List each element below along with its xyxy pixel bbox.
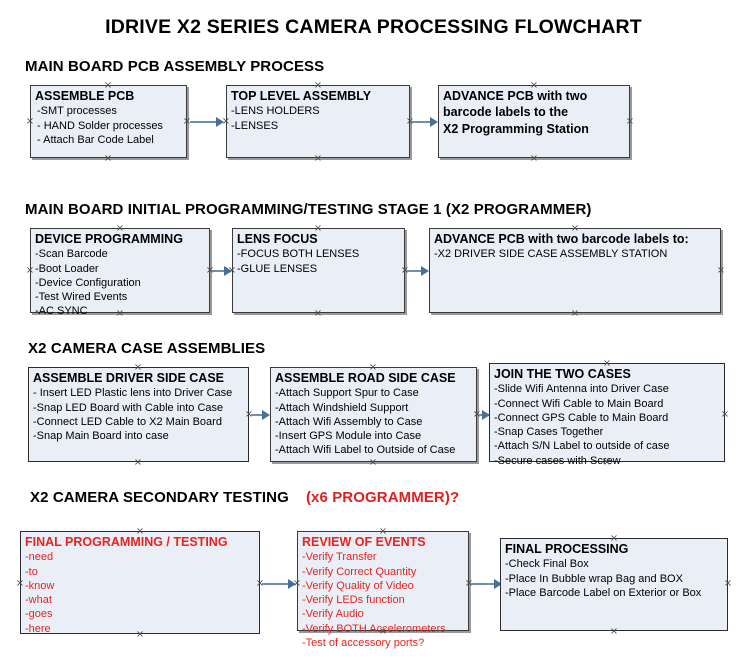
section-heading-text: MAIN BOARD INITIAL PROGRAMMING/TESTING S…: [25, 201, 592, 218]
flow-box-line: -Secure cases with Screw: [494, 454, 621, 467]
flow-box-title: ASSEMBLE DRIVER SIDE CASE: [33, 371, 225, 385]
flow-box-line: -Attach S/N Label to outside of case: [494, 440, 670, 453]
connector-line: [212, 270, 229, 272]
flow-box-line-overflow: -Test of accessory ports?: [302, 637, 425, 650]
section-heading-x2-camera-case-assemblies: X2 CAMERA CASE ASSEMBLIES: [28, 340, 265, 357]
flow-box-title: TOP LEVEL ASSEMBLY: [231, 89, 372, 103]
flow-box-line: -Insert GPS Module into Case: [275, 430, 422, 443]
connector-line: [412, 121, 434, 123]
flow-box-line: -GLUE LENSES: [237, 262, 318, 275]
connector-arrowhead-icon: [288, 579, 296, 589]
flow-box-advance-pcb-programming-station[interactable]: ADVANCE PCB with two barcode labels to t…: [438, 85, 630, 158]
flow-box-line: -Attach Support Spur to Case: [275, 387, 419, 400]
flow-box-line: -Verify BOTH Accelerometers: [302, 622, 446, 635]
connector-line: [407, 270, 426, 272]
flow-box-line: -Verify Correct Quantity: [302, 565, 417, 578]
flow-box-line: -Verify LEDs function: [302, 594, 405, 607]
page-title: IDRIVE X2 SERIES CAMERA PROCESSING FLOWC…: [105, 16, 642, 38]
flow-box-assemble-pcb[interactable]: ASSEMBLE PCB -SMT processes - HAND Solde…: [30, 85, 187, 158]
section-heading-text: X2 CAMERA CASE ASSEMBLIES: [28, 340, 266, 357]
connector-arrowhead-icon: [494, 579, 502, 589]
connector-arrowhead-icon: [262, 410, 270, 420]
connector-line: [262, 583, 290, 585]
flow-box-line: - Attach Bar Code Label: [37, 133, 154, 146]
flow-box-line: -goes: [25, 608, 53, 621]
flow-box-final-processing[interactable]: FINAL PROCESSING -Check Final Box -Place…: [500, 538, 728, 631]
flow-box-title: ADVANCE PCB with two barcode labels to:: [434, 232, 689, 246]
section-heading-accent-text: (x6 PROGRAMMER)?: [305, 489, 460, 506]
flow-box-title: ASSEMBLE PCB: [35, 89, 135, 103]
flow-box-line: -Snap LED Board with Cable into Case: [33, 401, 224, 414]
section-heading-text: MAIN BOARD PCB ASSEMBLY PROCESS: [25, 58, 325, 75]
flow-box-line: -SMT processes: [37, 105, 117, 118]
flow-box-assemble-road-side-case[interactable]: ASSEMBLE ROAD SIDE CASE -Attach Support …: [270, 367, 477, 462]
connector-arrowhead-icon: [482, 410, 490, 420]
flow-box-line: barcode labels to the: [443, 105, 569, 120]
flow-box-line: -AC SYNC: [35, 305, 88, 318]
flow-box-line: -LENSES: [231, 119, 279, 132]
flow-box-line: -Connect GPS Cable to Main Board: [494, 411, 669, 424]
flow-box-line: -Connect LED Cable to X2 Main Board: [33, 415, 222, 428]
section-heading-main-board-initial-programming-testing-stage-1: MAIN BOARD INITIAL PROGRAMMING/TESTING S…: [25, 201, 592, 218]
flow-box-line: - HAND Solder processes: [37, 119, 163, 132]
flow-box-line: -Attach Wifi Assembly to Case: [275, 415, 423, 428]
flow-box-title: ADVANCE PCB with two: [443, 89, 588, 103]
flow-box-title: DEVICE PROGRAMMING: [35, 232, 183, 246]
flow-box-line: -Slide Wifi Antenna into Driver Case: [494, 383, 669, 396]
flow-box-line: -FOCUS BOTH LENSES: [237, 248, 360, 261]
flow-box-line: -Place Barcode Label on Exterior or Box: [505, 586, 702, 599]
flow-box-line: -to: [25, 565, 38, 578]
flow-box-title: FINAL PROGRAMMING / TESTING: [25, 535, 228, 549]
flow-box-assemble-driver-side-case[interactable]: ASSEMBLE DRIVER SIDE CASE - Insert LED P…: [28, 367, 249, 462]
flow-box-title: ASSEMBLE ROAD SIDE CASE: [275, 371, 456, 385]
flow-box-line: -Attach Windshield Support: [275, 401, 409, 414]
flow-box-line: -Check Final Box: [505, 558, 589, 571]
connector-arrowhead-icon: [224, 266, 232, 276]
flow-box-line: -know: [25, 579, 55, 592]
flow-box-advance-pcb-driver-side-case[interactable]: ADVANCE PCB with two barcode labels to: …: [429, 228, 721, 313]
flow-box-line: -Verify Quality of Video: [302, 579, 414, 592]
flow-box-line: -X2 DRIVER SIDE CASE ASSEMBLY STATION: [434, 248, 668, 261]
flow-box-line: -Snap Cases Together: [494, 426, 604, 439]
flow-box-line: -Verify Audio: [302, 608, 364, 621]
connector-arrowhead-icon: [430, 117, 438, 127]
connector-line: [251, 414, 265, 416]
flow-box-line: -here: [25, 622, 51, 635]
flow-box-final-programming-testing[interactable]: FINAL PROGRAMMING / TESTING -need -to -k…: [20, 531, 260, 635]
section-heading-text: X2 CAMERA SECONDARY TESTING: [30, 489, 289, 506]
flow-box-line: -Scan Barcode: [35, 248, 108, 261]
connector-arrowhead-icon: [216, 117, 224, 127]
flow-box-line: -Connect Wifi Cable to Main Board: [494, 397, 664, 410]
flow-box-line: -Test Wired Events: [35, 291, 128, 304]
connector-line: [471, 583, 496, 585]
flow-box-title: FINAL PROCESSING: [505, 542, 629, 556]
flow-box-title: JOIN THE TWO CASES: [494, 367, 631, 381]
flow-box-line: -need: [25, 551, 54, 564]
flow-box-line: -what: [25, 594, 52, 607]
flow-box-line: -Place In Bubble wrap Bag and BOX: [505, 572, 683, 585]
connector-line: [190, 121, 217, 123]
flow-box-top-level-assembly[interactable]: TOP LEVEL ASSEMBLY -LENS HOLDERS -LENSES: [226, 85, 410, 158]
flow-box-lens-focus[interactable]: LENS FOCUS -FOCUS BOTH LENSES -GLUE LENS…: [232, 228, 405, 313]
flow-box-device-programming[interactable]: DEVICE PROGRAMMING -Scan Barcode -Boot L…: [30, 228, 210, 317]
section-heading-main-board-pcb-assembly-process: MAIN BOARD PCB ASSEMBLY PROCESS: [25, 58, 324, 75]
flow-box-line: -Verify Transfer: [302, 551, 377, 564]
flow-box-line: -Snap Main Board into case: [33, 430, 169, 443]
section-heading-x2-camera-secondary-testing: X2 CAMERA SECONDARY TESTING (x6 PROGRAMM…: [30, 489, 459, 506]
flow-box-review-of-events[interactable]: REVIEW OF EVENTS -Verify Transfer -Verif…: [297, 531, 469, 649]
flow-box-line: -Device Configuration: [35, 276, 141, 289]
flow-box-line: -Attach Wifi Label to Outside of Case: [275, 444, 456, 457]
flow-box-line: -Boot Loader: [35, 262, 99, 275]
flow-box-line: X2 Programming Station: [443, 121, 589, 136]
connector-arrowhead-icon: [421, 266, 429, 276]
flow-box-line: - Insert LED Plastic lens into Driver Ca…: [33, 387, 233, 400]
flow-box-line: -LENS HOLDERS: [231, 105, 320, 118]
flow-box-title: LENS FOCUS: [237, 232, 318, 246]
flow-box-join-the-two-cases[interactable]: JOIN THE TWO CASES -Slide Wifi Antenna i…: [489, 363, 725, 467]
flow-box-title: REVIEW OF EVENTS: [302, 535, 426, 549]
